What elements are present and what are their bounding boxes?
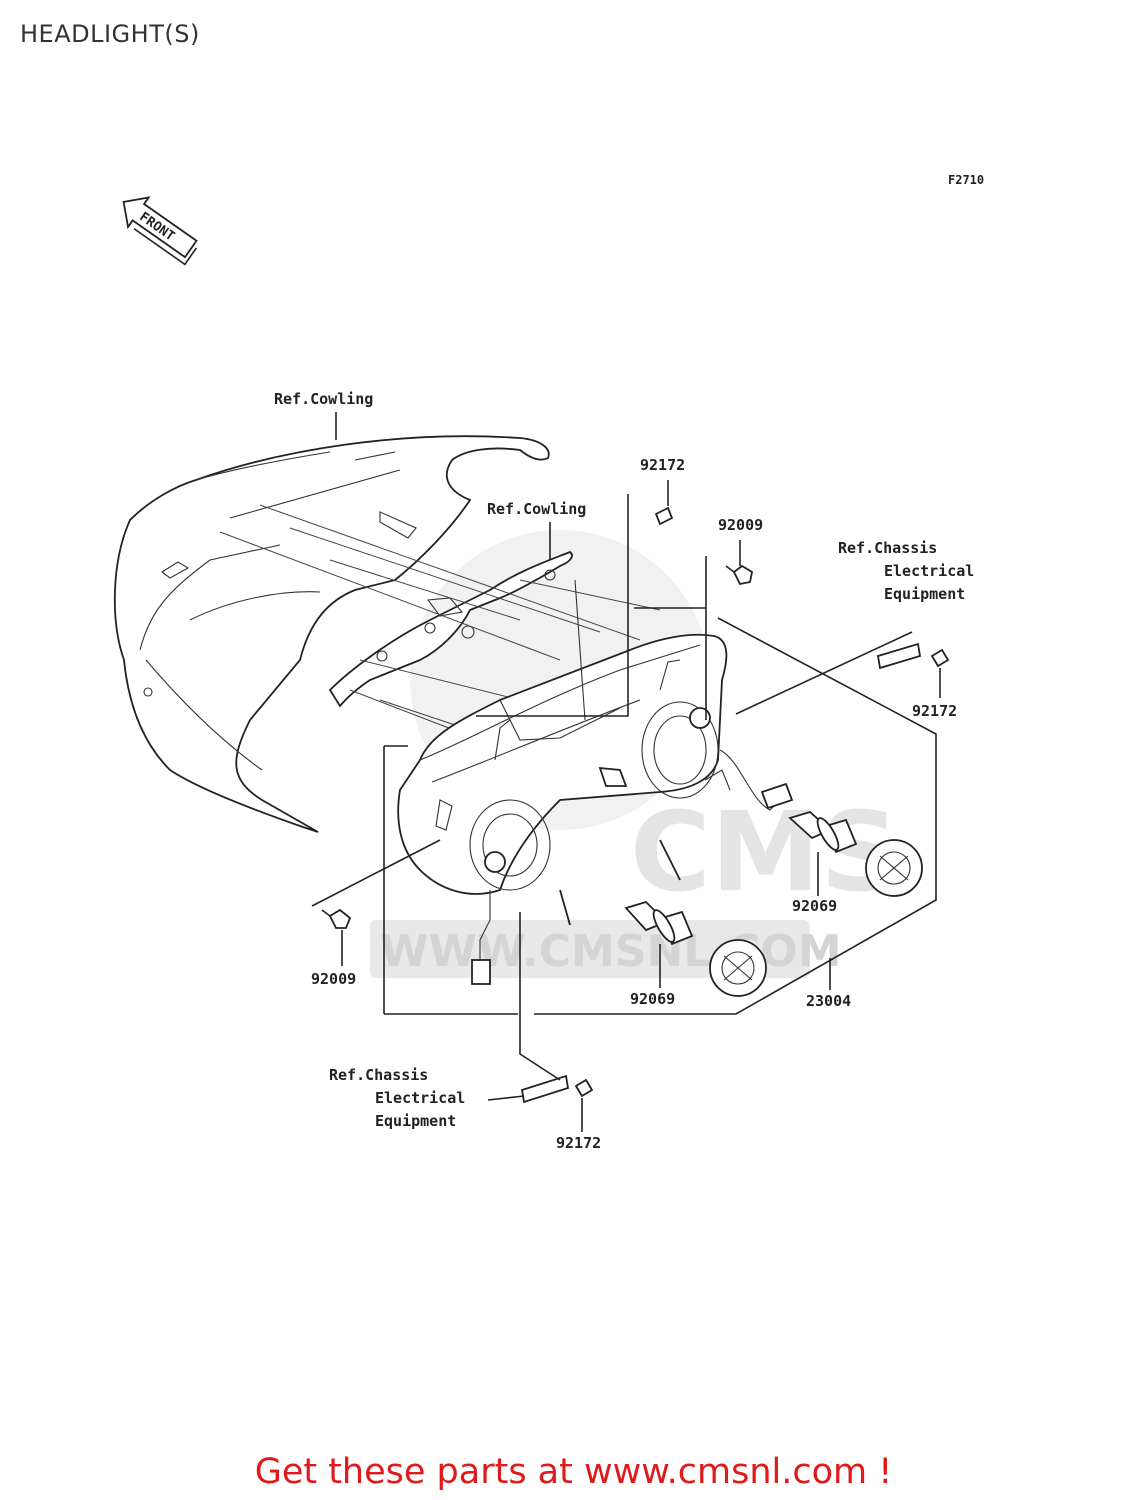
callout-ref-chassis-bottom-1: Ref.Chassis: [329, 1066, 428, 1084]
headlight-assembly: [397, 579, 794, 985]
chassis-clamp-right: [876, 642, 922, 670]
get-parts-link[interactable]: Get these parts at www.cmsnl.com !: [254, 1452, 893, 1492]
callout-ref-chassis-right-1: Ref.Chassis: [838, 539, 937, 557]
bulb-cap-bottom: [709, 939, 767, 997]
bolt-92172-right: [930, 648, 950, 668]
watermark-url: WWW.CMSNL.COM: [380, 926, 842, 977]
front-arrow-icon: FRONT: [122, 196, 198, 266]
hatching: [219, 504, 661, 741]
callout-ref-cowling-top: Ref.Cowling: [274, 390, 373, 408]
bolt-92009-left: [321, 908, 352, 929]
leader-lines: [311, 412, 941, 1132]
callout-92069-bottom: 92069: [630, 990, 675, 1008]
callout-92009-top: 92009: [718, 516, 763, 534]
callout-92069-right: 92069: [792, 897, 837, 915]
cowling: [113, 435, 550, 833]
callout-23004: 23004: [806, 992, 851, 1010]
bulb-cap-right: [865, 839, 923, 897]
bulb-bottom: [624, 900, 694, 946]
bolt-92009-top: [725, 564, 754, 586]
callout-ref-chassis-right-3: Equipment: [884, 585, 965, 603]
callout-ref-chassis-right-2: Electrical: [884, 562, 974, 580]
exploded-parts-diagram: CMS WWW.CMSNL.COM F2710 FRONT: [113, 173, 984, 1152]
callout-ref-cowling-mid: Ref.Cowling: [487, 500, 586, 518]
callout-ref-chassis-bottom-3: Equipment: [375, 1112, 456, 1130]
chassis-clamp-bottom: [520, 1074, 570, 1104]
callout-ref-chassis-bottom-2: Electrical: [375, 1089, 465, 1107]
callout-92172-top: 92172: [640, 456, 685, 474]
bulb-right: [788, 810, 858, 854]
callout-92009-left: 92009: [311, 970, 356, 988]
watermark-logo: CMS: [630, 788, 899, 916]
bolt-92172-bottom: [574, 1078, 594, 1098]
callout-92172-bottom: 92172: [556, 1134, 601, 1152]
page-title: HEADLIGHT(S): [20, 20, 200, 48]
callout-92172-right: 92172: [912, 702, 957, 720]
bolt-92172-top: [654, 506, 674, 526]
figure-code: F2710: [948, 173, 984, 187]
